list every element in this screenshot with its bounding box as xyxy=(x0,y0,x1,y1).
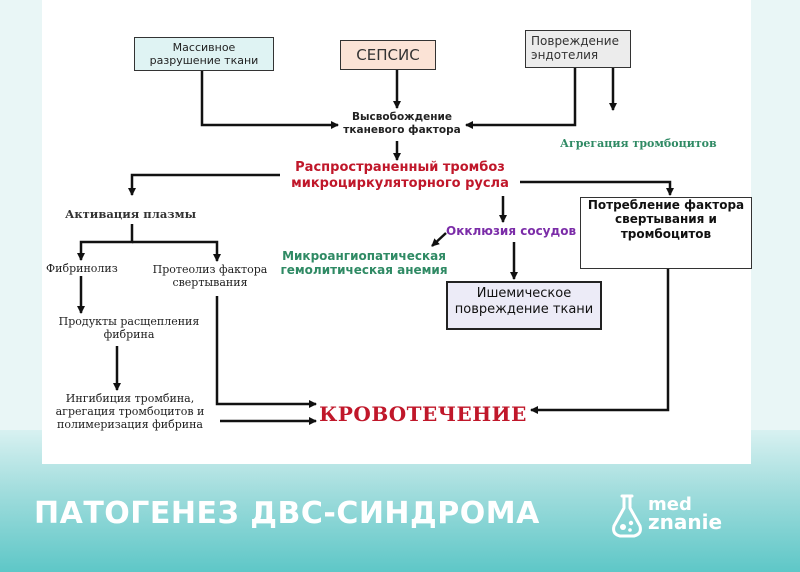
logo: med znanie xyxy=(610,492,770,542)
node-endothelium-damage: Повреждение эндотелия xyxy=(525,30,631,68)
arrow-occlusion-to-micro xyxy=(431,232,447,247)
arrow-thrombosis-to-consumption xyxy=(520,180,674,196)
arrow-proteolysis-to-bleeding xyxy=(215,296,317,408)
arrow-consumption-to-bleeding xyxy=(530,267,670,414)
node-widespread-thrombosis: Распространенный тромбоз микроциркулятор… xyxy=(291,160,509,191)
node-tissue-factor-release: Высвобождение тканевого фактора xyxy=(343,111,461,136)
node-platelet-aggregation: Агрегация тромбоцитов xyxy=(560,137,717,150)
node-bleeding: КРОВОТЕЧЕНИЕ xyxy=(319,402,527,426)
node-inhibition: Ингибиция тромбина, агрегация тромбоцито… xyxy=(55,392,205,432)
node-consumption: Потребление фактора свертывания и тромбо… xyxy=(580,197,752,269)
arrow-massive-to-tissue xyxy=(200,71,339,129)
flask-icon xyxy=(612,494,642,538)
node-vessel-occlusion: Окклюзия сосудов xyxy=(446,224,577,238)
logo-text-med: med xyxy=(648,494,692,515)
arrow-activation-to-fibrinolysis xyxy=(77,224,134,261)
arrow-thrombosis-to-activation xyxy=(128,173,280,196)
node-microangiopathic-anemia: Микроангиопатическая гемолитическая анем… xyxy=(280,249,448,278)
node-sepsis: СЕПСИС xyxy=(340,40,436,70)
arrow-activation-to-proteolysis xyxy=(132,240,221,262)
node-proteolysis: Протеолиз фактора свертывания xyxy=(152,263,268,290)
arrow-endo-to-tissue xyxy=(465,68,577,129)
node-fibrin-products: Продукты расщепления фибрина xyxy=(58,315,200,342)
node-ischemic-damage: Ишемическое повреждение ткани xyxy=(446,281,602,330)
node-massive-destruction: Массивное разрушение ткани xyxy=(134,37,274,71)
logo-text-znanie: znanie xyxy=(648,510,723,534)
node-fibrinolysis: Фибринолиз xyxy=(46,262,118,275)
diagram-arrows xyxy=(77,68,674,425)
node-plasma-activation: Активация плазмы xyxy=(65,207,197,221)
page-title: ПАТОГЕНЕЗ ДВС-СИНДРОМА xyxy=(34,496,540,531)
